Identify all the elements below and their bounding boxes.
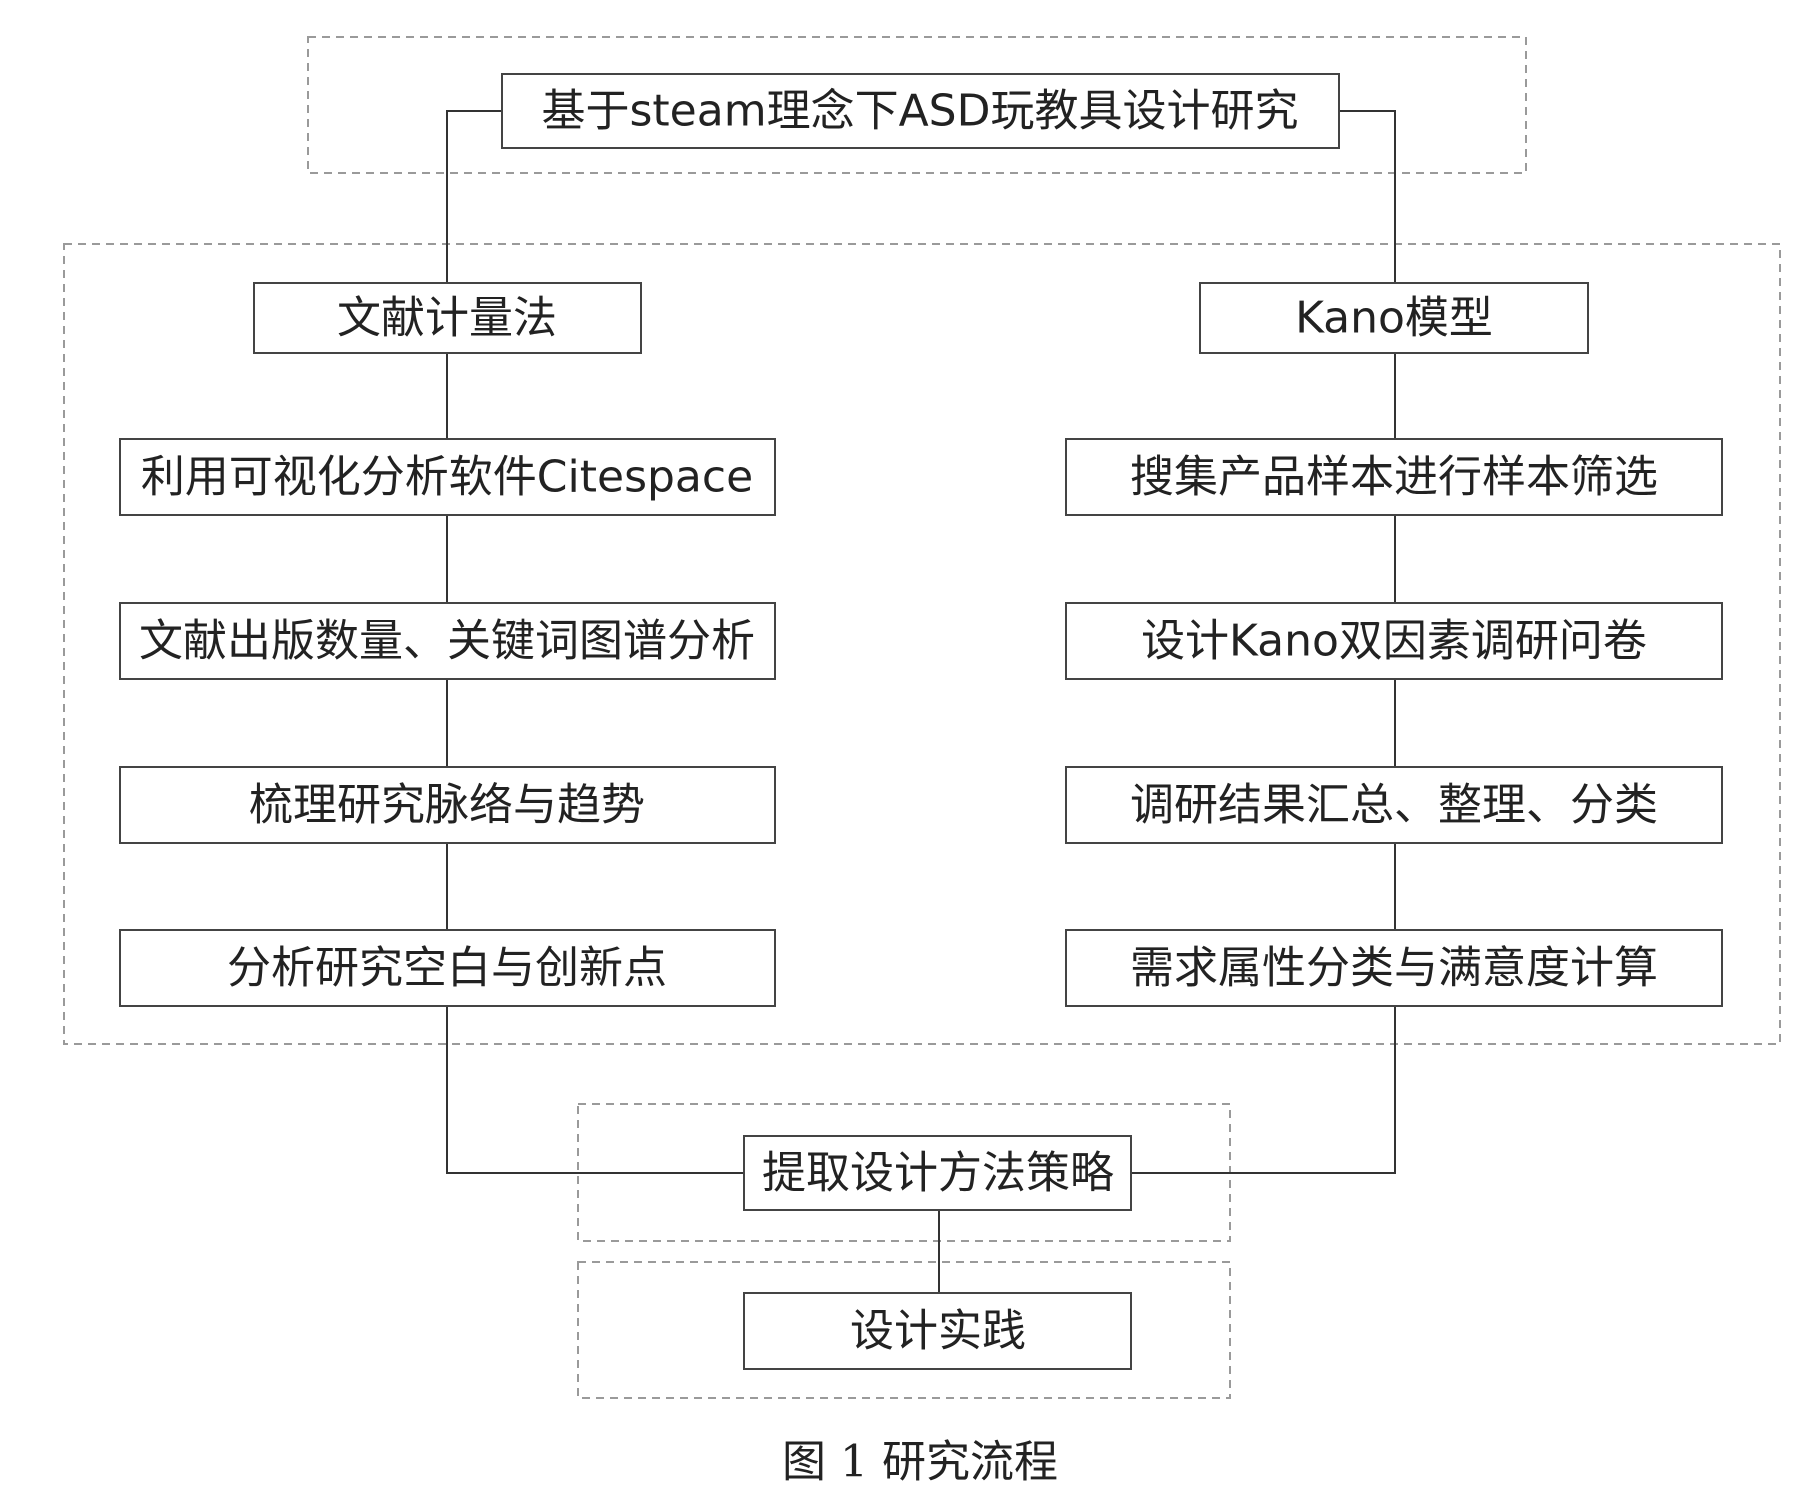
practice-node: 设计实践	[743, 1292, 1132, 1370]
left-step-label: 文献出版数量、关键词图谱分析	[139, 616, 755, 667]
title-node: 基于steam理念下ASD玩教具设计研究	[501, 73, 1340, 149]
right-heading-label: Kano模型	[1295, 293, 1493, 344]
title-label: 基于steam理念下ASD玩教具设计研究	[542, 86, 1299, 137]
right-to-strategy-connector	[1131, 1006, 1396, 1174]
left-step-node: 利用可视化分析软件Citespace	[119, 438, 776, 516]
right-step-node: 调研结果汇总、整理、分类	[1065, 766, 1723, 844]
right-step-label: 需求属性分类与满意度计算	[1130, 943, 1658, 994]
left-heading-label: 文献计量法	[337, 293, 557, 344]
practice-label: 设计实践	[850, 1306, 1026, 1357]
left-to-strategy-connector	[446, 1006, 744, 1174]
right-step-node: 设计Kano双因素调研问卷	[1065, 602, 1723, 680]
left-step-label: 分析研究空白与创新点	[227, 943, 667, 994]
title-group-frame	[307, 36, 1527, 174]
methods-group-frame	[63, 243, 1781, 1045]
right-step-label: 调研结果汇总、整理、分类	[1130, 780, 1658, 831]
title-to-left-connector	[446, 110, 502, 283]
left-step-label: 梳理研究脉络与趋势	[249, 780, 645, 831]
right-step-node: 需求属性分类与满意度计算	[1065, 929, 1723, 1007]
right-step-label: 设计Kano双因素调研问卷	[1141, 616, 1647, 667]
practice-group-frame	[577, 1261, 1231, 1399]
title-to-right-connector	[1339, 110, 1396, 283]
left-step-node: 文献出版数量、关键词图谱分析	[119, 602, 776, 680]
left-heading-node: 文献计量法	[253, 282, 642, 354]
figure-caption: 图 1 研究流程	[782, 1437, 1058, 1488]
right-heading-node: Kano模型	[1199, 282, 1589, 354]
strategy-label: 提取设计方法策略	[762, 1148, 1114, 1199]
left-step-label: 利用可视化分析软件Citespace	[141, 452, 753, 503]
right-step-label: 搜集产品样本进行样本筛选	[1130, 452, 1658, 503]
right-step-node: 搜集产品样本进行样本筛选	[1065, 438, 1723, 516]
left-step-node: 梳理研究脉络与趋势	[119, 766, 776, 844]
strategy-node: 提取设计方法策略	[743, 1135, 1132, 1211]
left-step-node: 分析研究空白与创新点	[119, 929, 776, 1007]
